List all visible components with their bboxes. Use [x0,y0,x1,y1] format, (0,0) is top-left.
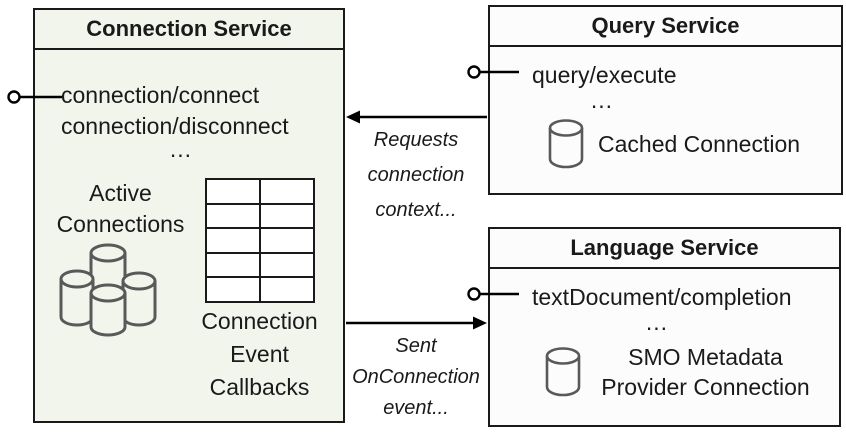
smo-provider-connection-label: SMO Metadata Provider Connection [601,344,810,400]
query-service-title: Query Service [490,7,841,47]
language-service-title: Language Service [490,229,839,269]
request-arrow [346,110,487,124]
cached-connection-row: Cached Connection [548,119,800,169]
cached-connection-label: Cached Connection [598,131,801,157]
language-service-box: Language Service textDocument/completion… [488,227,841,427]
smo-provider-row: SMO Metadata Provider Connection [545,342,818,402]
database-icon [545,347,581,397]
method-connection-disconnect: connection/disconnect [61,113,289,139]
query-methods-ellipsis: ... [590,87,614,113]
connection-event-callbacks-label: Connection Event Callbacks [201,308,318,400]
method-textdocument-completion: textDocument/completion [532,284,792,310]
query-service-box: Query Service query/execute ... Cached C… [488,5,843,195]
connection-service-title: Connection Service [35,10,343,50]
connection-methods-ellipsis: ... [169,136,193,162]
sent-onconnection-event-label: Sent OnConnection event... [352,335,480,419]
event-arrow [346,316,487,330]
method-connection-connect: connection/connect [61,82,260,108]
language-methods-ellipsis: ... [645,309,669,335]
connection-service-box: Connection Service connection/connect co… [33,8,345,423]
active-connections-databases-icon [59,243,157,337]
method-query-execute: query/execute [532,62,677,88]
callbacks-table [205,178,315,303]
requests-connection-context-label: Requests connection context... [367,129,465,221]
database-icon [548,119,584,169]
active-connections-label: Active Connections [56,180,185,237]
